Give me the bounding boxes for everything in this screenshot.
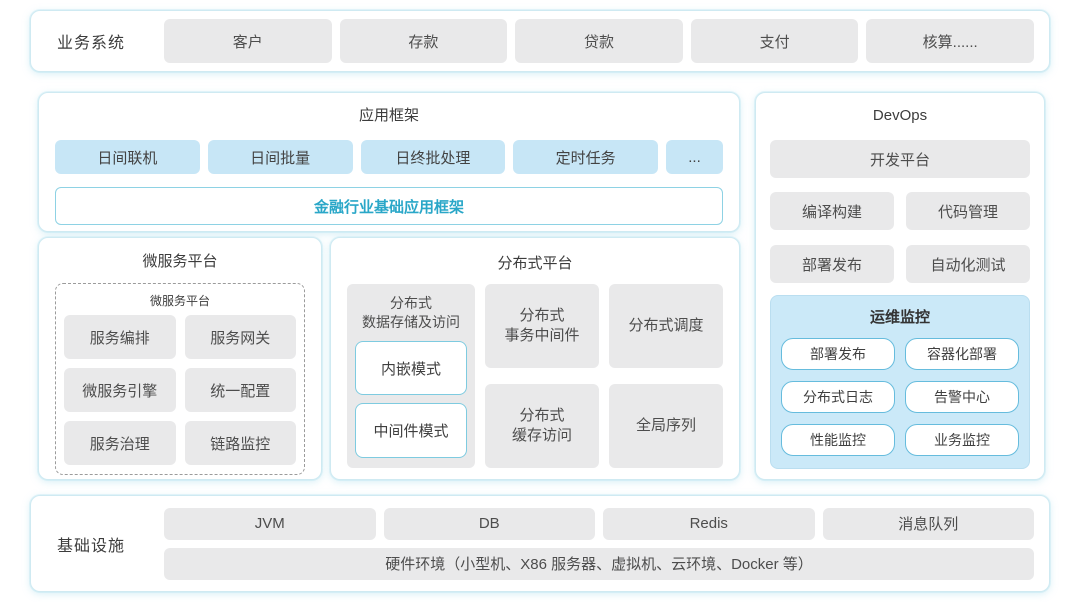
storage-mode-middleware: 中间件模式 xyxy=(355,403,467,458)
ms-item-trace-monitoring: 链路监控 xyxy=(184,421,296,465)
business-item-accounting: 核算...... xyxy=(866,19,1034,63)
distributed-platform-title: 分布式平台 xyxy=(497,255,573,272)
app-item-eod-batch: 日终批处理 xyxy=(360,140,506,174)
microservice-platform-section: 微服务平台 微服务平台 服务编排 服务网关 微服务引擎 统一配置 服务治理 链路… xyxy=(38,237,322,480)
storage-mode-embedded: 内嵌模式 xyxy=(355,340,467,396)
monitor-item-alert-center: 告警中心 xyxy=(905,381,1019,413)
ms-item-unified-config: 统一配置 xyxy=(184,368,296,412)
microservice-grid: 服务编排 服务网关 微服务引擎 统一配置 服务治理 链路监控 xyxy=(64,315,296,465)
infra-item-db: DB xyxy=(383,507,595,540)
ms-item-orchestration: 服务编排 xyxy=(64,315,176,359)
monitor-item-distributed-log: 分布式日志 xyxy=(781,381,895,413)
app-item-more: ... xyxy=(666,140,723,174)
dist-item-scheduling: 分布式调度 xyxy=(609,284,723,368)
infrastructure-items-row: JVM DB Redis 消息队列 xyxy=(164,507,1034,540)
business-systems-row: 客户 存款 贷款 支付 核算...... xyxy=(164,19,1034,63)
monitor-item-deploy: 部署发布 xyxy=(781,338,895,370)
devops-tool-auto-test: 自动化测试 xyxy=(906,245,1030,283)
distributed-data-storage-box: 分布式 数据存储及访问 内嵌模式 中间件模式 xyxy=(347,284,475,468)
distributed-data-storage-title: 分布式 数据存储及访问 xyxy=(362,295,460,330)
infra-hardware-environment: 硬件环境（小型机、X86 服务器、虚拟机、云环境、Docker 等） xyxy=(164,547,1034,580)
devops-section: DevOps 开发平台 编译构建 代码管理 部署发布 自动化测试 运维监控 部署… xyxy=(755,92,1045,480)
dist-item-cache-access: 分布式 缓存访问 xyxy=(485,384,599,468)
ms-item-gateway: 服务网关 xyxy=(184,315,296,359)
microservice-platform-title: 微服务平台 xyxy=(142,253,218,270)
app-framework-title: 应用框架 xyxy=(358,107,419,124)
microservice-inner-container: 微服务平台 服务编排 服务网关 微服务引擎 统一配置 服务治理 链路监控 xyxy=(55,283,305,475)
devops-tools-grid: 编译构建 代码管理 部署发布 自动化测试 xyxy=(770,192,1030,283)
microservice-inner-title: 微服务平台 xyxy=(149,294,210,308)
ms-item-engine: 微服务引擎 xyxy=(64,368,176,412)
devops-tool-build: 编译构建 xyxy=(770,192,894,230)
devops-tool-code-mgmt: 代码管理 xyxy=(906,192,1030,230)
dist-item-transaction-middleware: 分布式 事务中间件 xyxy=(485,284,599,368)
devops-dev-platform: 开发平台 xyxy=(770,140,1030,178)
ops-monitoring-panel: 运维监控 部署发布 容器化部署 分布式日志 告警中心 性能监控 业务监控 xyxy=(770,295,1030,469)
ops-monitoring-title: 运维监控 xyxy=(869,309,930,326)
ms-item-governance: 服务治理 xyxy=(64,421,176,465)
distributed-platform-section: 分布式平台 分布式 数据存储及访问 内嵌模式 中间件模式 分布式 事务中间件 分… xyxy=(330,237,740,480)
infra-item-message-queue: 消息队列 xyxy=(822,507,1034,540)
infrastructure-section: 基础设施 JVM DB Redis 消息队列 硬件环境（小型机、X86 服务器、… xyxy=(30,495,1050,592)
monitor-item-business: 业务监控 xyxy=(905,424,1019,456)
monitor-item-performance: 性能监控 xyxy=(781,424,895,456)
business-systems-label: 业务系统 xyxy=(56,35,125,52)
business-systems-section: 业务系统 客户 存款 贷款 支付 核算...... xyxy=(30,10,1050,72)
app-framework-items: 日间联机 日间批量 日终批处理 定时任务 ... xyxy=(55,140,723,174)
app-item-daytime-online: 日间联机 xyxy=(55,140,200,174)
devops-tool-deploy: 部署发布 xyxy=(770,245,894,283)
infra-item-redis: Redis xyxy=(603,507,815,540)
app-item-daytime-batch: 日间批量 xyxy=(207,140,353,174)
distributed-middle-column: 分布式 事务中间件 分布式 缓存访问 xyxy=(485,284,599,468)
ops-monitoring-grid: 部署发布 容器化部署 分布式日志 告警中心 性能监控 业务监控 xyxy=(781,338,1019,456)
business-item-payment: 支付 xyxy=(690,19,859,63)
monitor-item-container-deploy: 容器化部署 xyxy=(905,338,1019,370)
infra-item-jvm: JVM xyxy=(164,507,376,540)
distributed-right-column: 分布式调度 全局序列 xyxy=(609,284,723,468)
base-framework-banner: 金融行业基础应用框架 xyxy=(55,187,723,225)
dist-item-global-sequence: 全局序列 xyxy=(609,384,723,468)
business-item-loan: 贷款 xyxy=(515,19,683,63)
distributed-grid: 分布式 数据存储及访问 内嵌模式 中间件模式 分布式 事务中间件 分布式 缓存访… xyxy=(347,284,723,468)
business-item-customer: 客户 xyxy=(164,19,332,63)
business-item-deposit: 存款 xyxy=(339,19,508,63)
app-item-scheduled-task: 定时任务 xyxy=(513,140,658,174)
app-framework-section: 应用框架 日间联机 日间批量 日终批处理 定时任务 ... 金融行业基础应用框架 xyxy=(38,92,740,232)
infrastructure-rows: JVM DB Redis 消息队列 硬件环境（小型机、X86 服务器、虚拟机、云… xyxy=(164,507,1034,580)
devops-title: DevOps xyxy=(872,107,928,124)
infrastructure-label: 基础设施 xyxy=(56,537,125,555)
